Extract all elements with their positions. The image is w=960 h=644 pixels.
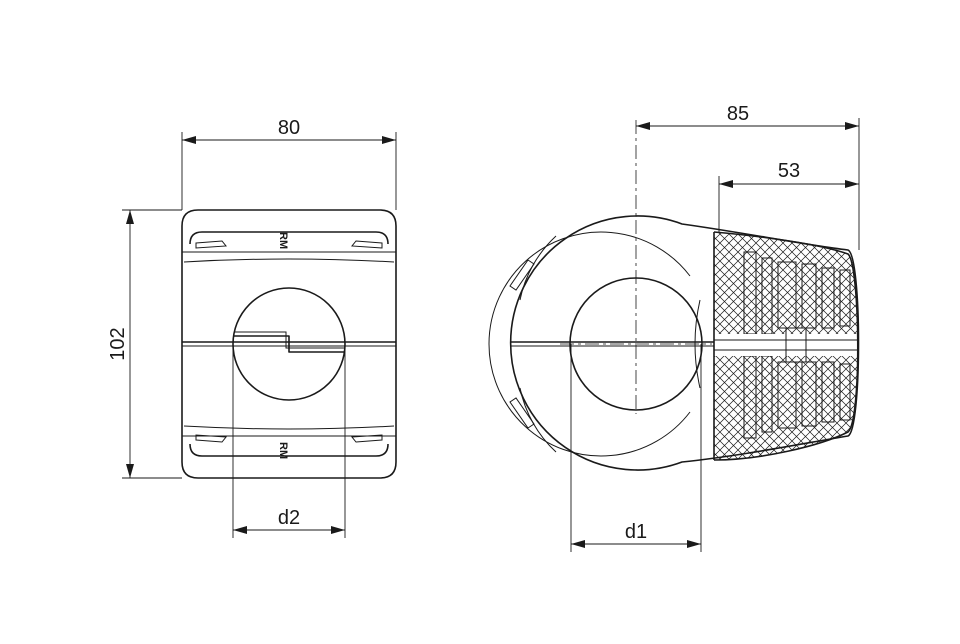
side-bore-dimension: d1 [570,344,702,552]
dimension-d2: d2 [278,507,300,529]
dimension-d1: d1 [625,521,647,543]
logo-top: RM [277,232,289,249]
side-insert-dimension: 53 [718,160,859,232]
front-height-dimension: 102 [107,209,182,479]
front-width-dimension: 80 [181,117,397,210]
front-bore-dimension: d2 [232,344,346,538]
side-view-outline [509,215,860,471]
insert-section [714,232,858,460]
dimension-80: 80 [278,117,300,139]
front-view: RM RM [181,209,397,479]
logo-bottom: RM [277,442,289,459]
side-view [488,120,860,471]
dimension-85: 85 [727,103,749,125]
front-view-upper-band [189,231,389,245]
dimension-53: 53 [778,160,800,182]
dimension-102: 102 [107,327,129,360]
front-view-outline [181,209,397,479]
side-length-dimension: 85 [636,103,860,250]
